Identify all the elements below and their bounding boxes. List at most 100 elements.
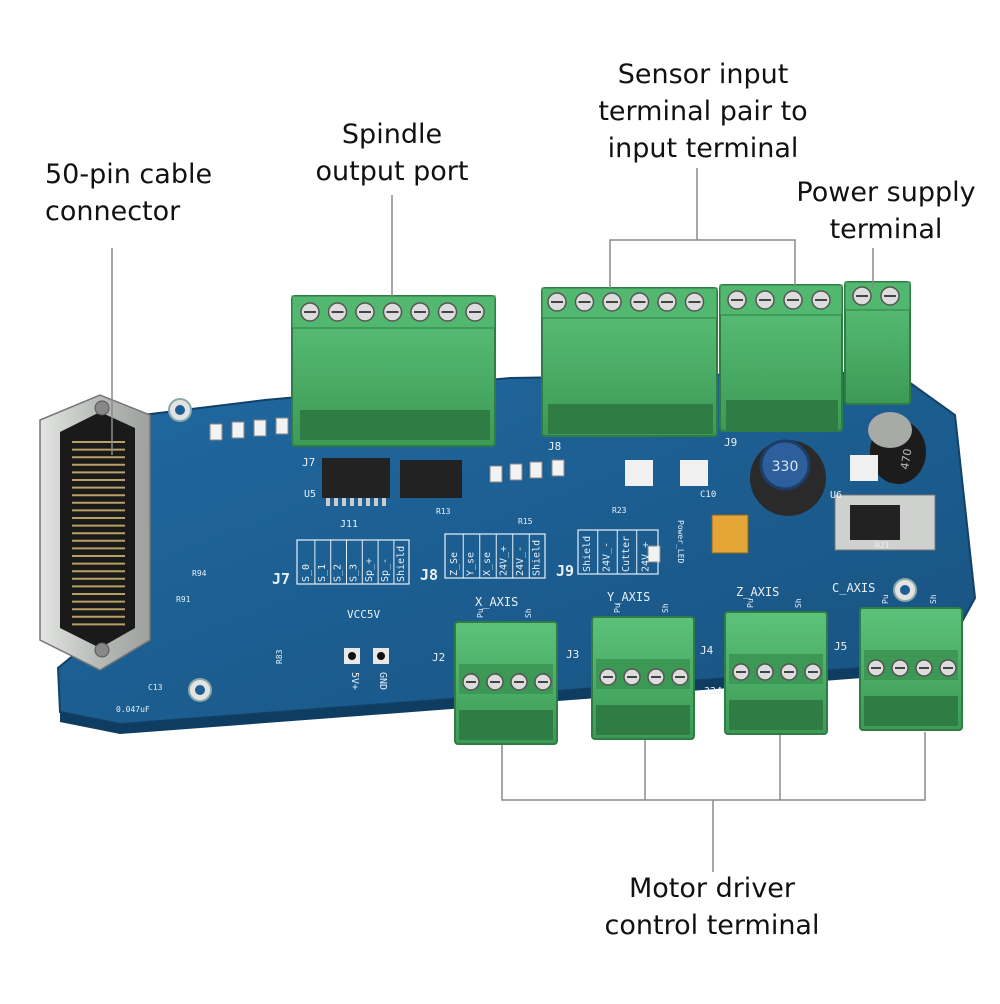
pin-label: Shield <box>396 546 407 582</box>
label-c13: C13 <box>148 683 163 692</box>
inductor-label: 330 <box>772 459 799 475</box>
label-c-axis: C_AXIS <box>832 581 875 595</box>
pin-label: Sp_+ <box>364 558 375 582</box>
smd-led <box>209 423 223 441</box>
label-j7: J7 <box>272 570 290 588</box>
terminal-screw <box>811 290 831 310</box>
chip-pin <box>326 498 330 506</box>
callout-line: Motor driver <box>628 873 796 904</box>
pin-label: 24V_- <box>515 546 526 576</box>
pin-label: Cutter <box>621 536 632 572</box>
leader-motor-bracket <box>501 732 926 801</box>
pin-label: 24V_+ <box>499 546 510 576</box>
silkscreen-labels: J7 J8 J9 J7 J8 J9 U5 U6 C10 J11 R15 R13 … <box>116 436 890 714</box>
terminal-screw <box>547 292 567 312</box>
terminal-screw <box>657 292 677 312</box>
mounting-holes <box>168 398 917 702</box>
smd-led <box>647 545 661 563</box>
terminal-screw <box>629 292 650 312</box>
label-334: 334 <box>704 686 722 697</box>
pin-label: Shield <box>582 536 593 572</box>
leader-sensor-bracket <box>609 239 796 288</box>
label-r21: R21 <box>875 541 890 550</box>
pad <box>625 460 653 486</box>
status-leds <box>209 417 661 563</box>
chip-pin <box>342 498 346 506</box>
label-j4: J4 <box>700 644 714 657</box>
label-j3: J3 <box>566 648 579 661</box>
terminal-screw <box>410 302 430 322</box>
capacitor-label: 470 <box>898 448 914 471</box>
leader-lines <box>111 168 926 872</box>
sensor-terminal-block-j9 <box>719 284 843 432</box>
pin-label: Shield <box>532 540 543 576</box>
terminal-screw <box>355 302 375 322</box>
label-j9-top: J9 <box>724 436 737 449</box>
label-j7-top: J7 <box>302 456 315 469</box>
axis-pin-label: Sh <box>794 598 803 608</box>
callout-spindle-port: Spindle output port <box>296 116 488 190</box>
terminal-screw <box>880 286 900 306</box>
label-y-axis: Y_AXIS <box>607 590 650 604</box>
callout-sensor-input: Sensor input terminal pair to input term… <box>572 56 834 167</box>
callout-motor-driver: Motor driver control terminal <box>574 870 850 944</box>
label-u6: U6 <box>830 490 842 501</box>
tantalum-capacitor <box>711 514 749 554</box>
smd-led <box>231 421 245 439</box>
axis-pin-label: Pu <box>476 608 485 618</box>
smd-led <box>275 417 289 435</box>
axis-pin-label: Pu <box>746 598 755 608</box>
label-j9: J9 <box>556 562 574 580</box>
chip-pin <box>374 498 378 506</box>
terminal-screw <box>382 302 403 322</box>
smd-led <box>551 459 565 477</box>
callout-line: 50-pin cable <box>45 159 213 190</box>
pin-label: S_1 <box>317 564 328 582</box>
label-r15: R15 <box>518 517 533 526</box>
label-u5: U5 <box>304 489 316 500</box>
label-x-axis: X_AXIS <box>475 595 518 609</box>
terminal-screw <box>755 290 775 310</box>
sensor-terminal-block-j8 <box>541 287 718 437</box>
pin-label: X_se <box>482 552 493 576</box>
terminal-screw <box>684 292 705 312</box>
callout-line: input terminal <box>607 133 799 164</box>
pin-label: Z_Se <box>449 552 460 576</box>
regulator-u6 <box>834 494 936 551</box>
label-j2: J2 <box>432 651 445 664</box>
label-c10: C10 <box>700 490 716 500</box>
label-j11: J11 <box>340 519 358 530</box>
pin-label: S_3 <box>348 564 359 582</box>
axis-pin-label: Sh <box>524 608 533 618</box>
axis-terminal-block: Pu Sh <box>454 608 558 745</box>
callout-line: connector <box>45 196 181 227</box>
chip-pin <box>334 498 338 506</box>
label-r13: R13 <box>436 507 451 516</box>
axis-terminal-block: Pu Sh <box>724 598 828 735</box>
pin-label: S_0 <box>301 564 312 582</box>
smd-led <box>489 465 503 483</box>
terminal-screw <box>852 286 872 306</box>
callout-line: terminal pair to <box>598 96 808 127</box>
spindle-terminal-block <box>291 295 496 447</box>
terminal-screw <box>727 290 747 310</box>
callout-line: Sensor input <box>617 59 789 90</box>
label-j8: J8 <box>420 566 438 584</box>
axis-pin-label: Pu <box>613 603 622 613</box>
label-r83: R83 <box>275 649 284 664</box>
callout-line: Spindle <box>341 119 443 150</box>
terminal-screw <box>327 302 348 322</box>
smd-led <box>253 419 267 437</box>
label-z-axis: Z_AXIS <box>736 585 779 599</box>
label-5v: 5V+ <box>349 672 360 690</box>
terminal-screw <box>437 302 458 322</box>
chip-pin <box>366 498 370 506</box>
label-r94: R94 <box>192 569 207 578</box>
chip-u5 <box>322 458 390 506</box>
smd-led <box>509 463 523 481</box>
pin-label: S_2 <box>333 564 344 582</box>
terminal-screw <box>300 302 320 322</box>
